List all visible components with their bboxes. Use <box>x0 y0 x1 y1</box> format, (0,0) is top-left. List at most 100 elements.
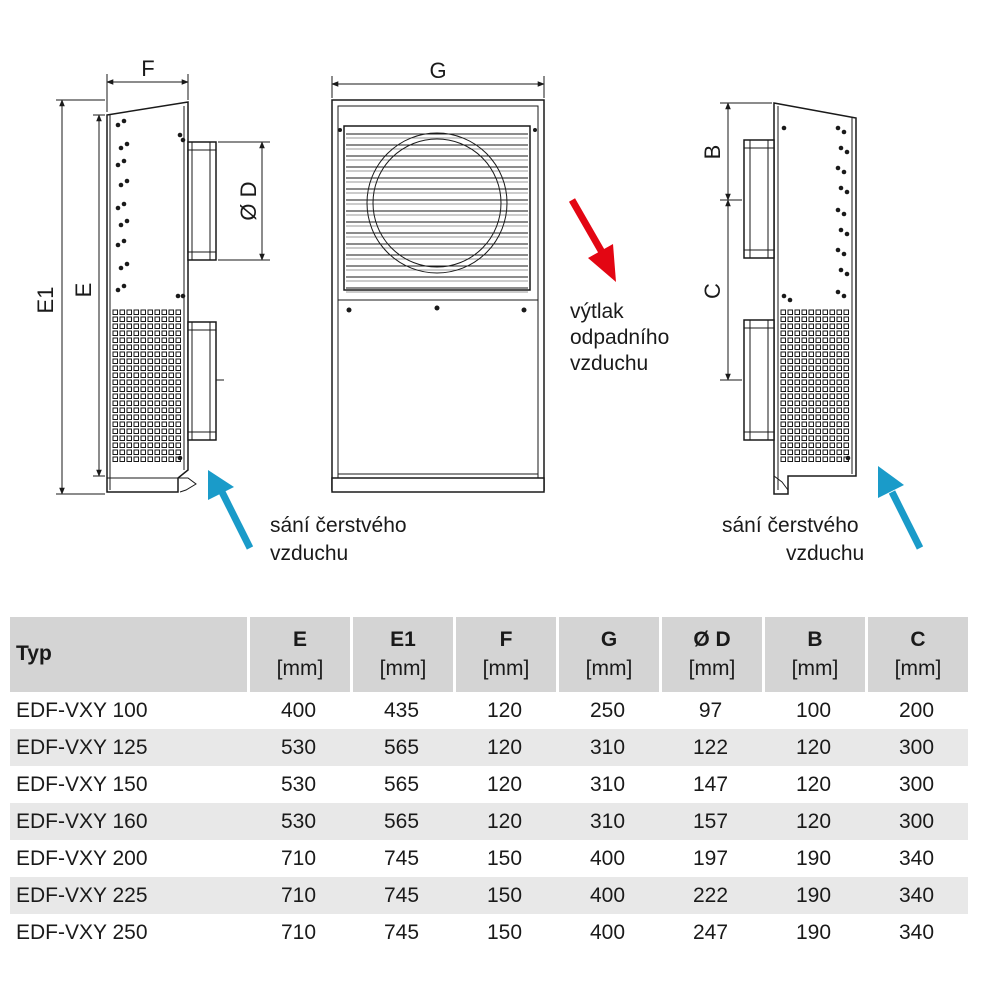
value-cell: 530 <box>280 772 317 796</box>
value-cell: 100 <box>795 698 832 722</box>
value-cell: 340 <box>898 920 935 944</box>
table-row: EDF-VXY 200 710 745 150 400 197 190 340 <box>10 840 968 877</box>
value-cell: 530 <box>247 729 350 766</box>
dimension-f: F <box>106 56 189 112</box>
column-header: Ø D [mm] <box>659 617 762 692</box>
type-cell: EDF-VXY 125 <box>10 729 247 766</box>
dimension-e: E <box>71 114 105 477</box>
intake-arrow-right <box>878 466 924 550</box>
dimension-d: Ø D <box>218 141 270 261</box>
dim-label-f: F <box>141 56 154 81</box>
value-cell: 310 <box>556 729 659 766</box>
value-cell: 150 <box>486 846 523 870</box>
exhaust-label-line1: výtlak <box>570 300 624 323</box>
dim-label-b: B <box>700 145 725 160</box>
value-cell: 147 <box>692 772 729 796</box>
side-view-right <box>743 102 857 495</box>
column-header-name: B <box>807 628 823 652</box>
value-cell: 745 <box>383 846 420 870</box>
value-cell: 120 <box>486 772 523 796</box>
value-cell: 190 <box>795 846 832 870</box>
value-cell: 435 <box>383 698 420 722</box>
exhaust-label-line2: odpadního <box>570 326 669 349</box>
side-view-left <box>106 101 224 493</box>
value-cell: 340 <box>898 846 935 870</box>
technical-drawing: F E1 E Ø D <box>33 56 924 565</box>
value-cell: 222 <box>659 877 762 914</box>
value-cell: 400 <box>589 846 626 870</box>
value-cell: 120 <box>453 729 556 766</box>
value-cell: 565 <box>350 729 453 766</box>
intake-arrow-left <box>208 470 254 550</box>
type-cell: EDF-VXY 100 <box>16 698 148 722</box>
value-cell: 197 <box>692 846 729 870</box>
dimension-e1: E1 <box>33 99 105 495</box>
column-header: G[mm] <box>556 617 659 692</box>
value-cell: 310 <box>556 803 659 840</box>
value-cell: 530 <box>247 803 350 840</box>
value-cell: 120 <box>762 803 865 840</box>
value-cell: 300 <box>865 803 968 840</box>
column-header: F [mm] <box>453 617 556 692</box>
value-cell: 710 <box>247 877 350 914</box>
column-header-unit: [mm] <box>482 656 530 680</box>
column-header-unit: [mm] <box>276 656 324 680</box>
dim-label-e: E <box>71 283 96 298</box>
value-cell: 300 <box>865 729 968 766</box>
column-header-unit: [mm] <box>585 656 633 680</box>
column-header: C[mm] <box>865 617 968 692</box>
type-cell: EDF-VXY 150 <box>16 772 148 796</box>
column-header-name: E <box>292 628 307 652</box>
column-header-unit: [mm] <box>379 656 427 680</box>
value-cell: 120 <box>486 698 523 722</box>
column-header-name: C <box>910 628 926 652</box>
column-header-name: Typ <box>16 642 52 666</box>
value-cell: 247 <box>692 920 729 944</box>
column-header: E [mm] <box>247 617 350 692</box>
value-cell: 565 <box>383 772 420 796</box>
value-cell: 565 <box>350 803 453 840</box>
column-header-unit: [mm] <box>688 656 736 680</box>
table-row: EDF-VXY 100 400 435 120 250 97 100 200 <box>10 692 968 729</box>
dimension-c: C <box>700 199 742 381</box>
type-cell: EDF-VXY 225 <box>10 877 247 914</box>
exhaust-label-line3: vzduchu <box>570 352 648 375</box>
front-view <box>331 99 545 493</box>
value-cell: 97 <box>698 698 723 722</box>
exhaust-arrow <box>568 198 616 282</box>
value-cell: 122 <box>659 729 762 766</box>
intake-right-label-line2: vzduchu <box>786 542 864 565</box>
value-cell: 190 <box>762 877 865 914</box>
value-cell: 190 <box>795 920 832 944</box>
dim-label-d: Ø D <box>236 181 261 220</box>
intake-left-label-line1: sání čerstvého <box>270 514 407 537</box>
value-cell: 400 <box>556 877 659 914</box>
dim-label-c: C <box>700 283 725 299</box>
value-cell: 150 <box>486 920 523 944</box>
value-cell: 250 <box>589 698 626 722</box>
column-header: Typ <box>10 617 247 692</box>
column-header-unit: [mm] <box>791 656 839 680</box>
column-header: B [mm] <box>762 617 865 692</box>
value-cell: 400 <box>280 698 317 722</box>
value-cell: 120 <box>453 803 556 840</box>
value-cell: 200 <box>898 698 935 722</box>
dimension-g: G <box>331 58 545 98</box>
value-cell: 710 <box>280 920 317 944</box>
column-header-name: F <box>499 628 513 652</box>
value-cell: 710 <box>280 846 317 870</box>
value-cell: 300 <box>898 772 935 796</box>
value-cell: 745 <box>383 920 420 944</box>
column-header-name: E1 <box>390 628 416 652</box>
type-cell: EDF-VXY 250 <box>16 920 148 944</box>
value-cell: 150 <box>453 877 556 914</box>
column-header-name: Ø D <box>693 628 731 652</box>
type-cell: EDF-VXY 200 <box>16 846 148 870</box>
intake-left-label-line2: vzduchu <box>270 542 348 565</box>
